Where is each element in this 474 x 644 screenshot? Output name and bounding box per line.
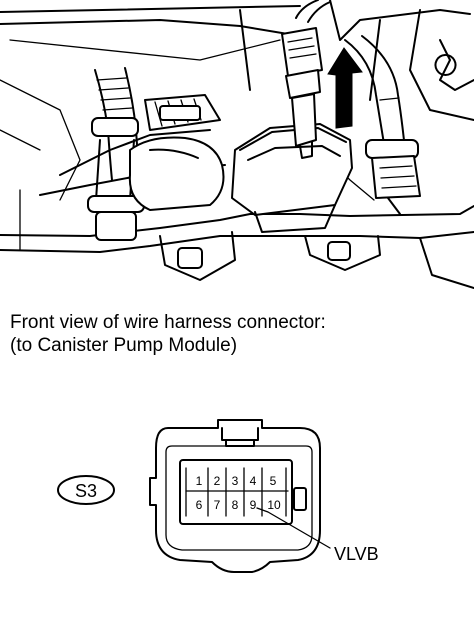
- connector-front-view: S3 1 2 3 4 5 6 7 8 9 10 VLVB: [57, 419, 379, 573]
- pin-4: 4: [250, 474, 257, 488]
- module-left: [128, 94, 225, 211]
- pin-field: [179, 459, 293, 525]
- pin-10: 10: [267, 498, 281, 512]
- callout-label: VLVB: [334, 544, 379, 564]
- pin-7: 7: [214, 498, 221, 512]
- pin-3: 3: [232, 474, 239, 488]
- canister-pump-module: [231, 123, 353, 233]
- caption-line-1: Front view of wire harness connector:: [10, 312, 326, 333]
- engine-bay-illustration: [0, 0, 474, 289]
- pin-8: 8: [232, 498, 239, 512]
- connector-code: S3: [75, 481, 97, 501]
- pin-6: 6: [196, 498, 203, 512]
- callout-leader: [256, 507, 331, 549]
- pin-5: 5: [270, 474, 277, 488]
- up-arrow-icon: [327, 47, 363, 129]
- connector-code-badge: S3: [57, 475, 115, 505]
- hose-right: [344, 35, 421, 215]
- wire-harness-connector: [281, 0, 331, 159]
- pin-2: 2: [214, 474, 221, 488]
- caption-line-2: (to Canister Pump Module): [10, 335, 237, 356]
- pin-9: 9: [250, 498, 257, 512]
- pin-1: 1: [196, 474, 203, 488]
